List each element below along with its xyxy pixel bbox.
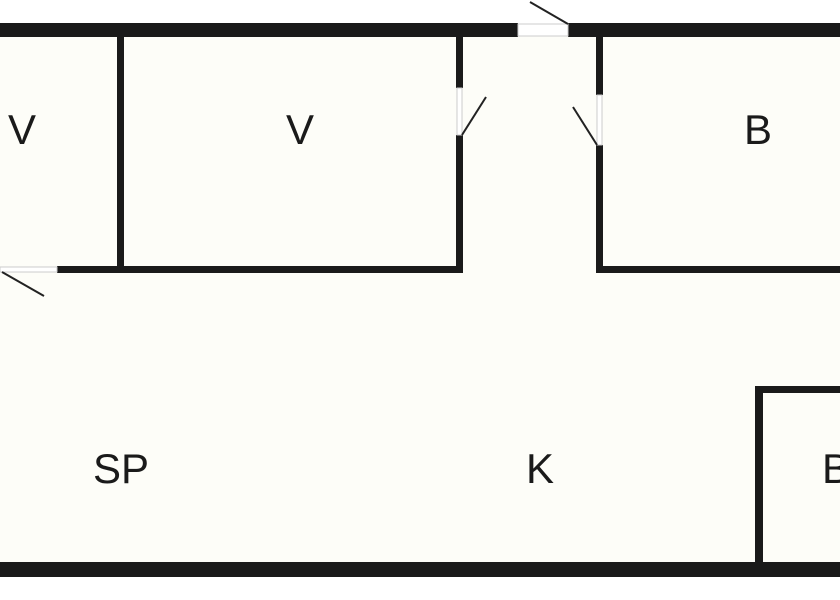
entrance-door-leaf: [529, 1, 569, 25]
v2-right-wall-top: [456, 37, 463, 88]
door-opening-v1: [0, 266, 58, 273]
b2-left-wall: [755, 386, 763, 566]
floor: [0, 30, 840, 570]
top-wall-right: [568, 23, 840, 37]
door-leaf-v2: [461, 96, 487, 136]
door-leaf-v1: [1, 271, 45, 297]
b2-top-wall: [755, 386, 840, 393]
room-label-k: K: [526, 445, 554, 492]
v-rooms-bottom-wall: [57, 266, 463, 273]
room-label-b2: B: [822, 445, 840, 492]
room-label-b1: B: [744, 106, 772, 153]
wall-between-v-rooms: [117, 37, 124, 273]
b-left-wall-bottom: [596, 145, 603, 273]
door-opening-b: [596, 94, 603, 146]
b-left-wall-top: [596, 37, 603, 95]
top-wall-left: [0, 23, 518, 37]
entrance-door-opening: [517, 23, 569, 37]
room-label-v2: V: [286, 106, 314, 153]
bottom-wall: [0, 562, 840, 577]
door-opening-v2: [456, 87, 463, 136]
room-label-sp: SP: [93, 445, 149, 492]
door-leaf-b: [572, 106, 598, 146]
room-label-v1: V: [8, 106, 36, 153]
b-bottom-wall: [596, 266, 840, 273]
v2-right-wall-bottom: [456, 135, 463, 273]
